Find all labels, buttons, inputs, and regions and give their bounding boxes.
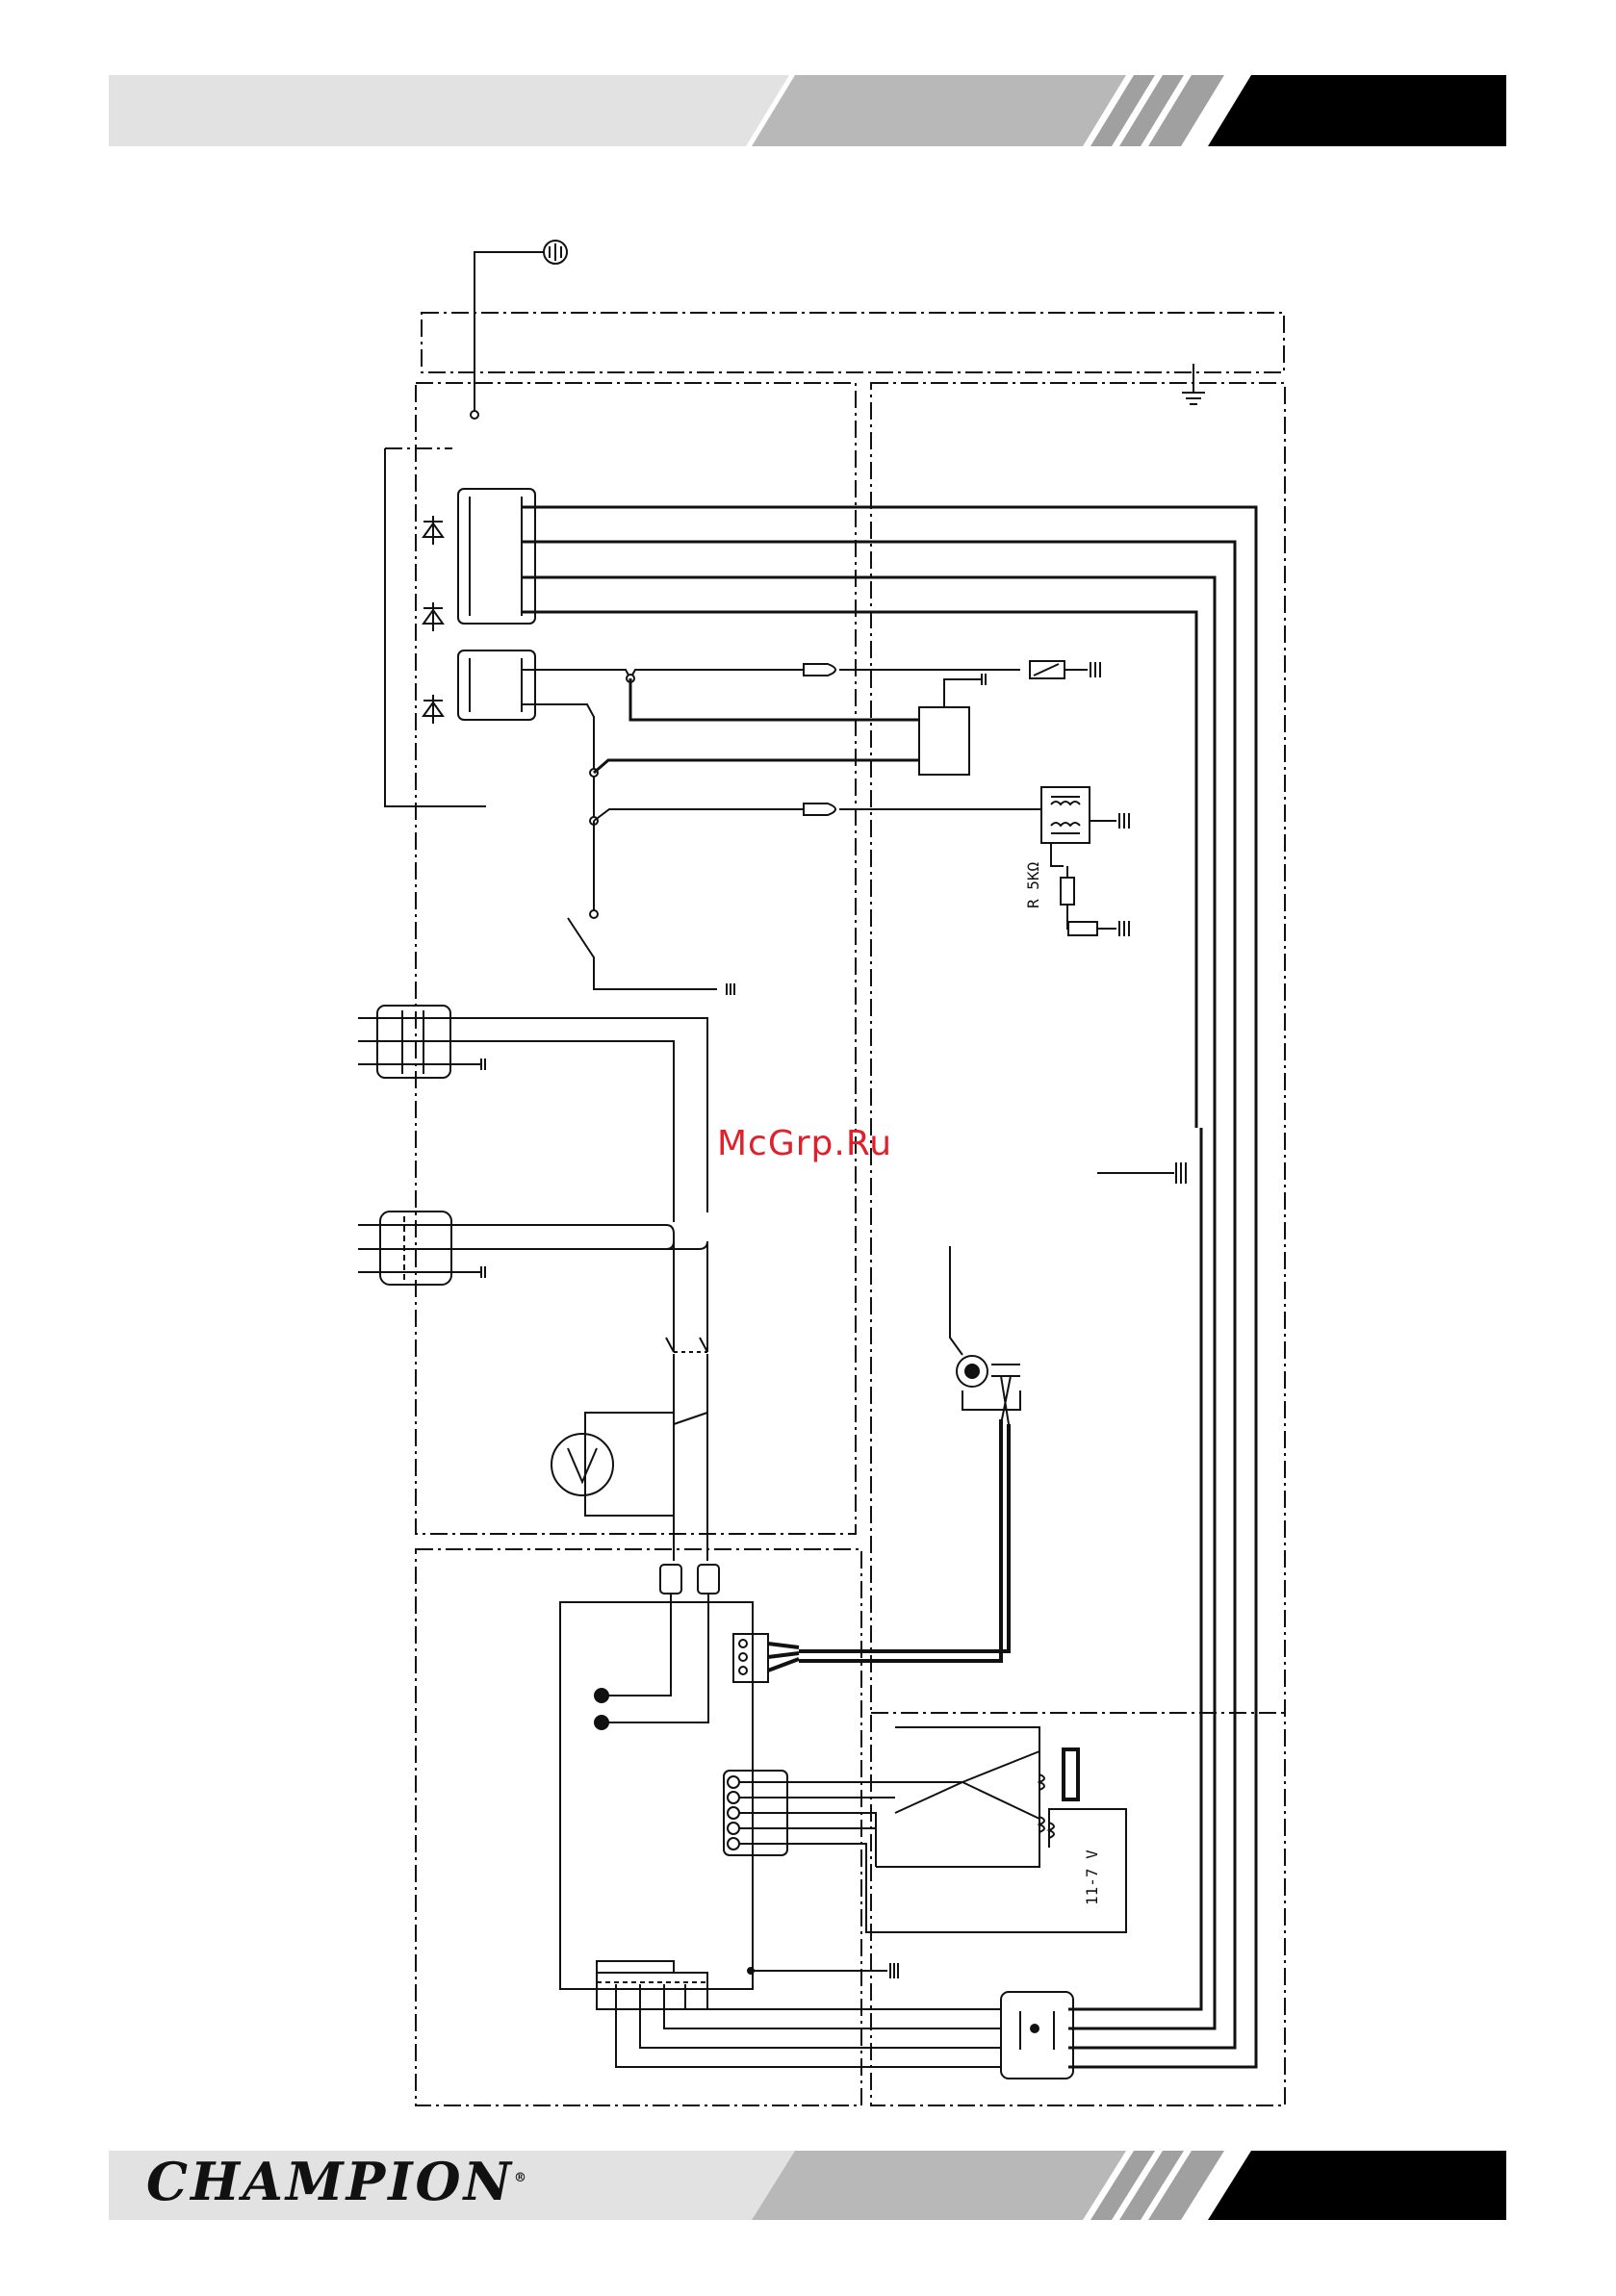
header-band <box>109 75 1506 146</box>
brand-name: CHAMPION <box>146 2151 514 2212</box>
connector-upper <box>804 661 1100 678</box>
receptacle-lower <box>358 1212 707 1352</box>
generator-housing <box>560 1565 898 1989</box>
control-module <box>919 674 986 775</box>
connector-lower <box>804 787 1129 936</box>
brand-logo: CHAMPION® <box>146 2151 529 2212</box>
outlet-block-diodes <box>385 448 535 806</box>
breaker-voltmeter <box>551 1338 707 1561</box>
enclosure-control-panel <box>416 383 856 1534</box>
receptacle-upper <box>358 1006 707 1222</box>
resistor-label: R 5KΩ <box>1024 862 1042 908</box>
coil-label: 11-7 V <box>1083 1850 1101 1905</box>
terminal-block <box>724 1771 895 1886</box>
enclosure-right-panel <box>871 383 1285 2105</box>
brand-mark: ® <box>514 2171 529 2185</box>
bottom-terminal-strip <box>597 1973 1001 2067</box>
watermark: McGrp.Ru <box>717 1124 892 1163</box>
outlet-wiring <box>522 670 919 995</box>
ignition-sensor <box>950 1162 1186 1424</box>
bus-wires <box>522 507 1256 2067</box>
enclosure-top <box>422 313 1284 372</box>
output-socket <box>1001 1992 1073 2079</box>
earth-terminal <box>471 241 1205 419</box>
